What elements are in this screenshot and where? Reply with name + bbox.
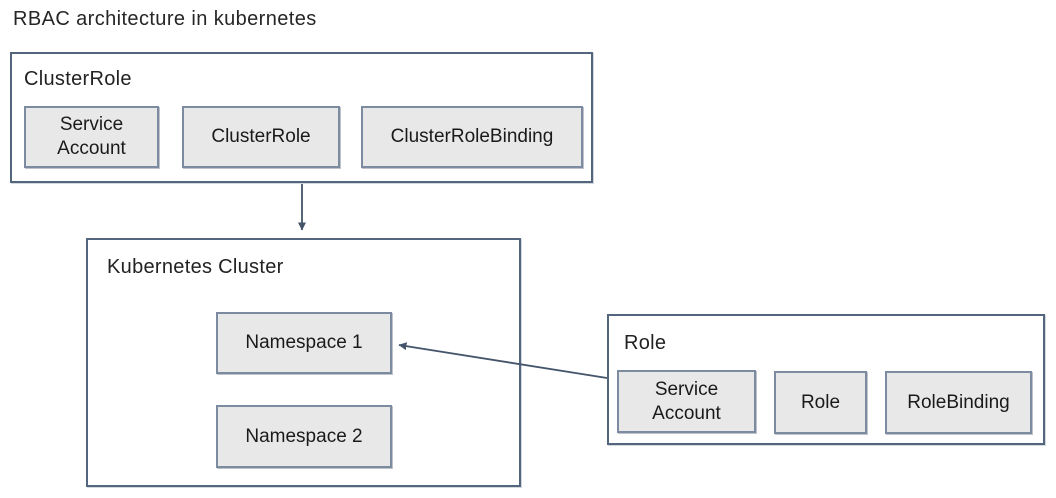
group-box-clusterrole: ClusterRole Service Account ClusterRole … [10, 52, 593, 183]
node-namespace-1: Namespace 1 [216, 312, 392, 374]
node-clusterrolebinding: ClusterRoleBinding [361, 106, 583, 168]
group-box-role: Role Service Account Role RoleBinding [607, 314, 1045, 445]
node-rolebinding: RoleBinding [885, 371, 1032, 434]
node-role: Role [774, 371, 867, 434]
node-service-account: Service Account [24, 106, 159, 168]
group-label-kubernetes-cluster: Kubernetes Cluster [107, 256, 284, 278]
node-namespace-2: Namespace 2 [216, 405, 392, 468]
group-label-role: Role [624, 332, 667, 354]
group-box-kubernetes-cluster: Kubernetes Cluster Namespace 1 Namespace… [86, 238, 521, 487]
node-clusterrole: ClusterRole [182, 106, 340, 168]
group-label-clusterrole: ClusterRole [24, 68, 132, 90]
node-service-account: Service Account [617, 370, 756, 433]
diagram-title: RBAC architecture in kubernetes [13, 8, 317, 30]
